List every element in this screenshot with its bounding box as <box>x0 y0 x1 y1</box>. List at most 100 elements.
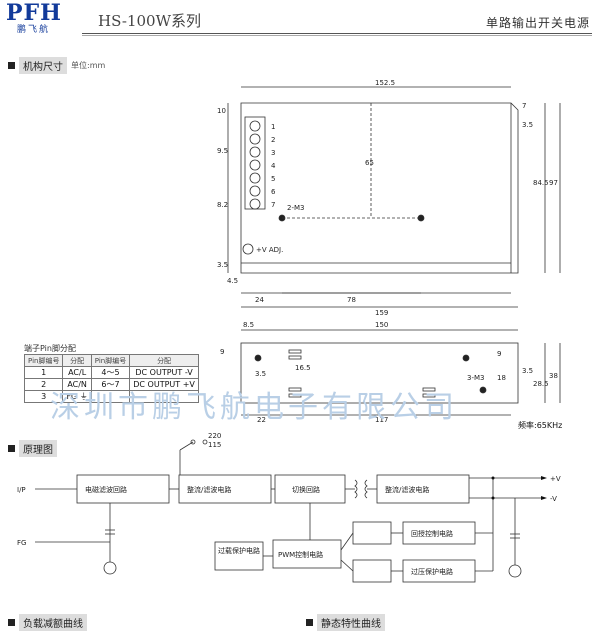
output-neg-label: -V <box>550 495 557 503</box>
arrow-icon <box>541 476 547 480</box>
frequency-label: 频率:65KHz <box>518 421 563 430</box>
dim-label: 18 <box>497 374 506 382</box>
side-outline <box>240 342 519 404</box>
section-title: 负载减额曲线 <box>19 614 87 631</box>
side-hole-1 <box>254 354 262 362</box>
voltage-220: 220 <box>208 432 221 440</box>
dim-label: 3.5 <box>522 367 533 375</box>
terminal-number: 6 <box>271 188 276 196</box>
terminal-number: 1 <box>271 123 275 131</box>
brand-logo: PFH <box>6 0 62 26</box>
dim-label: 10 <box>217 107 226 115</box>
table-row: 1 AC/L 4～5 DC OUTPUT -V <box>23 366 199 379</box>
dim-label: 8.5 <box>243 321 254 329</box>
terminal-number: 7 <box>271 201 275 209</box>
ground-symbol <box>103 561 117 575</box>
table-header-cell: Pin脚编号 <box>23 354 64 367</box>
block-label: 过压保护电路 <box>411 567 453 576</box>
adj-label: +V ADJ. <box>256 246 283 254</box>
table-cell: AC/L <box>62 366 92 379</box>
section-marker-icon <box>8 445 15 452</box>
table-header-cell: Pin脚编号 <box>90 354 131 367</box>
unit-label: 单位:mm <box>71 61 106 70</box>
dim-label: 150 <box>375 321 388 329</box>
side-hole-2 <box>462 354 470 362</box>
terminal-number: 5 <box>271 175 275 183</box>
side-hole-3 <box>479 386 487 394</box>
dim-label: 2-M3 <box>287 204 304 212</box>
table-row: 3 FG ⏚ <box>23 390 199 403</box>
terminal-number: 4 <box>271 162 276 170</box>
table-row: 2 AC/N 6～7 DC OUTPUT +V <box>23 378 199 391</box>
fg-label: FG <box>17 539 26 547</box>
dim-label: 9.5 <box>217 147 228 155</box>
voltage-115: 115 <box>208 441 221 449</box>
switch-contact <box>202 439 208 445</box>
terminal-number: 3 <box>271 149 275 157</box>
dim-label: 9 <box>220 348 224 356</box>
table-cell <box>129 390 199 403</box>
table-cell: DC OUTPUT -V <box>129 366 199 379</box>
section-principle: 原理图 <box>8 440 57 457</box>
block-pwm <box>272 539 342 569</box>
junction-dot <box>491 476 495 480</box>
section-marker-icon <box>8 619 15 626</box>
junction-dot <box>491 496 495 500</box>
section-static: 静态特性曲线 <box>306 614 385 631</box>
table-header-cell: 分配 <box>62 354 92 367</box>
block-label: PWM控制电路 <box>278 550 323 559</box>
adj-potentiometer <box>242 243 254 255</box>
top-view-drawing: 152.5 7 3.5 10 9.5 8.2 65 2-M3 84.5 97 3… <box>217 79 561 315</box>
vent-slots <box>288 349 436 398</box>
section-title: 静态特性曲线 <box>317 614 385 631</box>
block-label: 回授控制电路 <box>411 529 453 538</box>
terminal-number: 2 <box>271 136 275 144</box>
dim-label: 38 <box>549 372 558 380</box>
section-derating: 负载减额曲线 <box>8 614 87 631</box>
company-watermark: 深圳市鹏飞航电子有限公司 <box>50 390 458 425</box>
terminal-screws <box>249 120 261 210</box>
dim-label: 97 <box>549 179 558 187</box>
dim-label: 8.2 <box>217 201 228 209</box>
block-label: 电磁滤波回路 <box>85 485 127 494</box>
transformer-secondary <box>364 479 368 499</box>
input-label: I/P <box>17 486 26 494</box>
side-view-drawing: 8.5 150 9 16.5 3.5 9 3-M3 18 3.5 28.5 38… <box>220 321 561 423</box>
table-cell: 1 <box>23 366 64 379</box>
optocoupler-1 <box>352 521 392 545</box>
section-title: 原理图 <box>19 440 57 457</box>
block-label: 整流/滤波电路 <box>187 485 231 494</box>
dim-label: 3.5 <box>217 261 228 269</box>
dim-label: 22 <box>257 416 266 423</box>
ground-symbol <box>508 564 522 578</box>
header-divider-2 <box>82 35 592 36</box>
dim-label: 4.5 <box>227 277 238 285</box>
dim-label: 7 <box>522 102 526 110</box>
dim-label: 3-M3 <box>467 374 484 382</box>
brand-subtitle: 鹏飞航 <box>17 25 51 35</box>
table-cell <box>90 390 131 403</box>
pin-table-caption: 端子Pin脚分配 <box>24 344 76 353</box>
dim-label: 3.5 <box>522 121 533 129</box>
model-title: HS-100W系列 <box>98 12 202 30</box>
switch-contact <box>190 439 196 445</box>
block-label: 过载保护电路 <box>218 546 260 555</box>
output-pos-label: +V <box>550 475 561 483</box>
dim-label: 65 <box>365 159 374 167</box>
section-marker-icon <box>306 619 313 626</box>
transformer-primary <box>354 479 358 499</box>
dim-label: 78 <box>347 296 356 304</box>
section-title: 机构尺寸 <box>19 57 67 74</box>
section-marker-icon <box>8 62 15 69</box>
optocoupler-2 <box>352 559 392 583</box>
dim-label: 152.5 <box>375 79 395 87</box>
dim-label: 117 <box>375 416 388 423</box>
dim-label: 159 <box>375 309 388 315</box>
dim-label: 24 <box>255 296 264 304</box>
dim-label: 28.5 <box>533 380 549 388</box>
table-header-cell: 分配 <box>129 354 199 367</box>
pin-table: Pin脚编号 分配 Pin脚编号 分配 1 AC/L 4～5 DC OUTPUT… <box>23 354 199 403</box>
pin-table-header: Pin脚编号 分配 Pin脚编号 分配 <box>23 354 199 367</box>
chassis-outline <box>240 102 519 274</box>
dim-label: 84.5 <box>533 179 549 187</box>
